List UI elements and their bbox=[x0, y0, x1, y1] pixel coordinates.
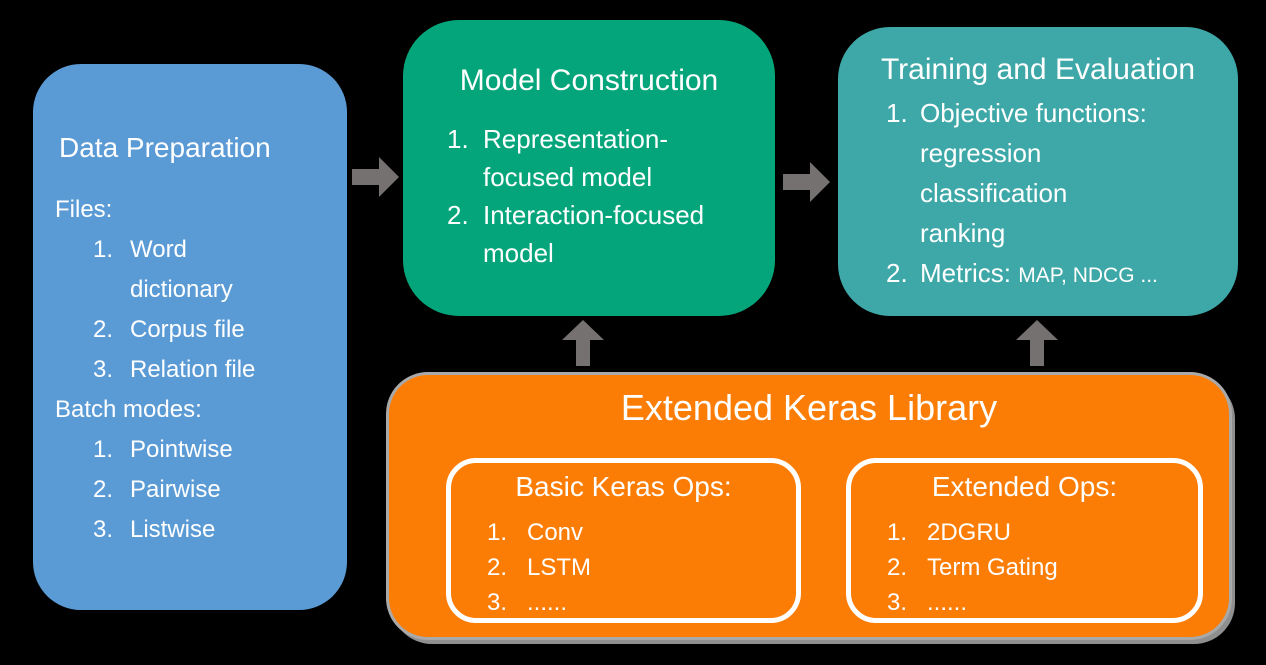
list-line: focused model bbox=[423, 158, 767, 196]
list-line: 1. Representation- bbox=[423, 120, 767, 158]
list-line: classification bbox=[858, 173, 1230, 213]
list-text: Metrics: bbox=[920, 258, 1019, 288]
list-number: 3. bbox=[93, 516, 114, 543]
list-text: LSTM bbox=[527, 554, 592, 581]
list-text: Conv bbox=[527, 519, 584, 546]
arrow-library-to-model-icon bbox=[562, 320, 604, 366]
list-text: Interaction-focused bbox=[483, 200, 705, 230]
list-line: 3. Listwise bbox=[55, 510, 339, 550]
list-text: ...... bbox=[927, 589, 968, 616]
list-text: ranking bbox=[920, 218, 1006, 248]
extended-ops-title: Extended Ops: bbox=[931, 471, 1118, 502]
list-line: 2. Interaction-focused bbox=[423, 196, 767, 234]
list-number: 2. bbox=[93, 476, 114, 503]
list-text: Term Gating bbox=[927, 554, 1058, 581]
list-text: Listwise bbox=[130, 516, 216, 543]
list-text: Batch modes: bbox=[55, 396, 202, 423]
list-text: Files: bbox=[55, 196, 113, 223]
list-line: 1. Pointwise bbox=[55, 430, 339, 470]
basic-keras-ops-panel: Basic Keras Ops: 1. Conv 2. LSTM 3....... bbox=[446, 458, 801, 623]
keras-library-title: Extended Keras Library bbox=[620, 387, 998, 428]
data-preparation-list: Files: 1. Word dictionary 2. Corpus file 3… bbox=[55, 190, 339, 550]
list-number: 3. bbox=[487, 589, 508, 616]
list-text: regression bbox=[920, 138, 1042, 168]
list-line: 2. Term Gating bbox=[887, 550, 1192, 585]
list-number: 2. bbox=[487, 554, 508, 581]
arrow-data-to-model-icon bbox=[352, 157, 399, 197]
data-preparation-title: Data Preparation bbox=[59, 132, 271, 163]
list-line: 1. Conv bbox=[487, 515, 790, 550]
list-text: Word bbox=[130, 236, 187, 263]
list-text: ...... bbox=[527, 589, 568, 616]
list-line: 3....... bbox=[487, 585, 790, 620]
extended-ops-panel: Extended Ops: 1. 2DGRU 2. Term Gating 3...… bbox=[846, 458, 1203, 623]
list-line: Files: bbox=[55, 190, 339, 230]
list-text: Objective functions: bbox=[920, 98, 1147, 128]
list-number: 1. bbox=[886, 98, 908, 128]
list-number: 1. bbox=[93, 436, 114, 463]
training-evaluation-box: Training and Evaluation 1. Objective func… bbox=[838, 27, 1238, 316]
list-text: focused model bbox=[483, 162, 653, 192]
keras-library-box: Extended Keras Library Basic Keras Ops: … bbox=[386, 372, 1232, 640]
list-text: Pairwise bbox=[130, 476, 221, 503]
list-number: 1. bbox=[93, 236, 114, 263]
basic-keras-ops-list: 1. Conv 2. LSTM 3....... bbox=[487, 515, 790, 620]
arrow-library-to-training-icon bbox=[1016, 320, 1058, 366]
extended-ops-list: 1. 2DGRU 2. Term Gating 3....... bbox=[887, 515, 1192, 620]
list-line: 3. Relation file bbox=[55, 350, 339, 390]
arrow-model-to-training-icon bbox=[783, 162, 830, 202]
list-number: 2. bbox=[447, 200, 469, 230]
list-line: Batch modes: bbox=[55, 390, 339, 430]
list-text: model bbox=[483, 238, 554, 268]
list-text: Relation file bbox=[130, 356, 256, 383]
list-line: 1. Objective functions: bbox=[858, 93, 1230, 133]
model-construction-list: 1. Representation- focused model 2. Intera… bbox=[423, 120, 767, 272]
list-text: Pointwise bbox=[130, 436, 233, 463]
list-number: 1. bbox=[487, 519, 508, 546]
list-text: classification bbox=[920, 178, 1068, 208]
list-number: 3. bbox=[887, 589, 908, 616]
list-line: regression bbox=[858, 133, 1230, 173]
list-line: dictionary bbox=[55, 270, 339, 310]
list-line: 1. Word bbox=[55, 230, 339, 270]
list-text: Representation- bbox=[483, 124, 668, 154]
list-line: 2. LSTM bbox=[487, 550, 790, 585]
model-construction-box: Model Construction 1. Representation- foc… bbox=[403, 20, 775, 316]
list-number: 2. bbox=[887, 554, 908, 581]
list-line: 3....... bbox=[887, 585, 1192, 620]
list-number: 1. bbox=[447, 124, 469, 154]
data-preparation-box: Data Preparation Files: 1. Word dictionar… bbox=[33, 64, 347, 610]
training-evaluation-list: 1. Objective functions: regression classi… bbox=[858, 93, 1230, 296]
list-number: 2. bbox=[886, 258, 908, 288]
list-line: ranking bbox=[858, 213, 1230, 253]
model-construction-title: Model Construction bbox=[459, 64, 719, 97]
list-line: 1. 2DGRU bbox=[887, 515, 1192, 550]
list-line: 2. Metrics: MAP, NDCG ... bbox=[858, 253, 1230, 296]
list-text: 2DGRU bbox=[927, 519, 1012, 546]
list-text: dictionary bbox=[130, 276, 233, 303]
list-text-small: MAP, NDCG ... bbox=[1018, 264, 1158, 287]
list-text: Corpus file bbox=[130, 316, 245, 343]
basic-keras-ops-title: Basic Keras Ops: bbox=[515, 471, 732, 502]
list-line: 2. Corpus file bbox=[55, 310, 339, 350]
list-line: 2. Pairwise bbox=[55, 470, 339, 510]
training-evaluation-title: Training and Evaluation bbox=[880, 53, 1196, 86]
list-number: 1. bbox=[887, 519, 908, 546]
list-number: 3. bbox=[93, 356, 114, 383]
list-line: model bbox=[423, 234, 767, 272]
list-number: 2. bbox=[93, 316, 114, 343]
